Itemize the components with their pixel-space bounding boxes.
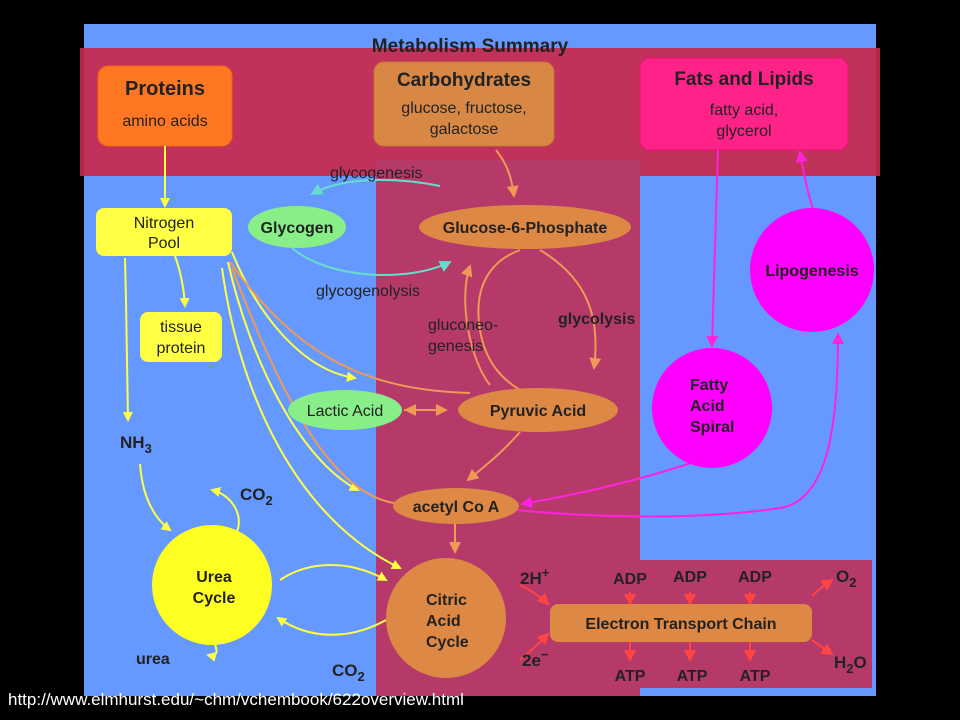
pyruvic-acid-node: Pyruvic Acid [458, 388, 618, 432]
nitrogen-pool-box: Nitrogen Pool [96, 208, 232, 256]
atp-label-3: ATP [740, 668, 771, 685]
citric-acid-cycle-node: Citric Acid Cycle [386, 558, 506, 678]
svg-text:Electron Transport Chain: Electron Transport Chain [585, 616, 776, 633]
nitrogen-arrows [122, 146, 402, 662]
glycolysis-label: glycolysis [558, 311, 635, 328]
carbohydrates-box: Carbohydrates glucose, fructose, galacto… [373, 61, 555, 147]
svg-text:Acid: Acid [426, 613, 461, 630]
glycogen-cycle-arrows [291, 178, 452, 276]
page-title: Metabolism Summary [372, 36, 569, 57]
svg-text:Carbohydrates: Carbohydrates [397, 70, 531, 91]
urea-cycle-co2-label: CO2 [240, 485, 273, 508]
atp-label-2: ATP [677, 668, 708, 685]
svg-text:Urea: Urea [196, 569, 232, 586]
adp-label-2: ADP [673, 569, 707, 586]
svg-text:Proteins: Proteins [125, 78, 205, 100]
glycogenesis-label: glycogenesis [330, 165, 423, 182]
fat-metabolism-arrows [514, 149, 844, 518]
electron-transport-chain-box: Electron Transport Chain [550, 604, 812, 642]
gluconeogenesis-label-1: gluconeo- [428, 317, 498, 334]
atp-label-1: ATP [615, 668, 646, 685]
source-url: http://www.elmhurst.edu/~chm/vchembook/6… [8, 690, 464, 709]
svg-text:Cycle: Cycle [426, 634, 469, 651]
nh3-label: NH3 [120, 433, 152, 456]
2h-plus-label: 2H+ [520, 565, 550, 588]
svg-text:glucose, fructose,: glucose, fructose, [401, 100, 526, 117]
svg-text:glycerol: glycerol [716, 123, 771, 140]
o2-label: O2 [836, 567, 856, 590]
svg-text:acetyl Co A: acetyl Co A [413, 499, 500, 516]
adp-label-3: ADP [738, 569, 772, 586]
svg-text:Lipogenesis: Lipogenesis [765, 263, 858, 280]
lactic-acid-node: Lactic Acid [288, 390, 402, 430]
fats-lipids-box: Fats and Lipids fatty acid, glycerol [639, 57, 849, 151]
h2o-label: H2O [834, 653, 867, 676]
lipogenesis-node: Lipogenesis [750, 208, 874, 332]
fatty-acid-spiral-node: Fatty Acid Spiral [652, 348, 772, 468]
svg-text:fatty acid,: fatty acid, [710, 102, 778, 119]
svg-text:Citric: Citric [426, 592, 467, 609]
glucose-6-phosphate-node: Glucose-6-Phosphate [419, 205, 631, 249]
svg-text:Glycogen: Glycogen [261, 220, 334, 237]
glycogen-node: Glycogen [248, 206, 346, 248]
adp-label-1: ADP [613, 571, 647, 588]
tissue-protein-box: tissue protein [140, 312, 222, 362]
2e-minus-label: 2e− [522, 647, 549, 670]
svg-text:Fats and Lipids: Fats and Lipids [674, 69, 813, 90]
svg-text:Cycle: Cycle [193, 590, 236, 607]
svg-text:Lactic Acid: Lactic Acid [307, 403, 383, 420]
svg-text:Pyruvic Acid: Pyruvic Acid [490, 403, 586, 420]
svg-text:Spiral: Spiral [690, 419, 734, 436]
acetyl-coa-node: acetyl Co A [393, 488, 519, 524]
etc-arrows [519, 578, 834, 662]
svg-text:Pool: Pool [148, 235, 180, 252]
svg-text:Fatty: Fatty [690, 377, 728, 394]
proteins-box: Proteins amino acids [97, 65, 233, 147]
urea-label: urea [136, 651, 170, 668]
glycogenolysis-label: glycogenolysis [316, 283, 420, 300]
glycolysis-arrows [229, 149, 602, 554]
svg-text:tissue: tissue [160, 319, 202, 336]
svg-text:amino acids: amino acids [122, 113, 207, 130]
svg-text:galactose: galactose [430, 121, 499, 138]
svg-text:Glucose-6-Phosphate: Glucose-6-Phosphate [443, 220, 608, 237]
svg-text:Acid: Acid [690, 398, 725, 415]
citric-co2-label: CO2 [332, 661, 365, 684]
svg-text:protein: protein [157, 340, 206, 357]
svg-text:Nitrogen: Nitrogen [134, 215, 194, 232]
urea-cycle-node: Urea Cycle [152, 525, 272, 645]
gluconeogenesis-label-2: genesis [428, 338, 483, 355]
